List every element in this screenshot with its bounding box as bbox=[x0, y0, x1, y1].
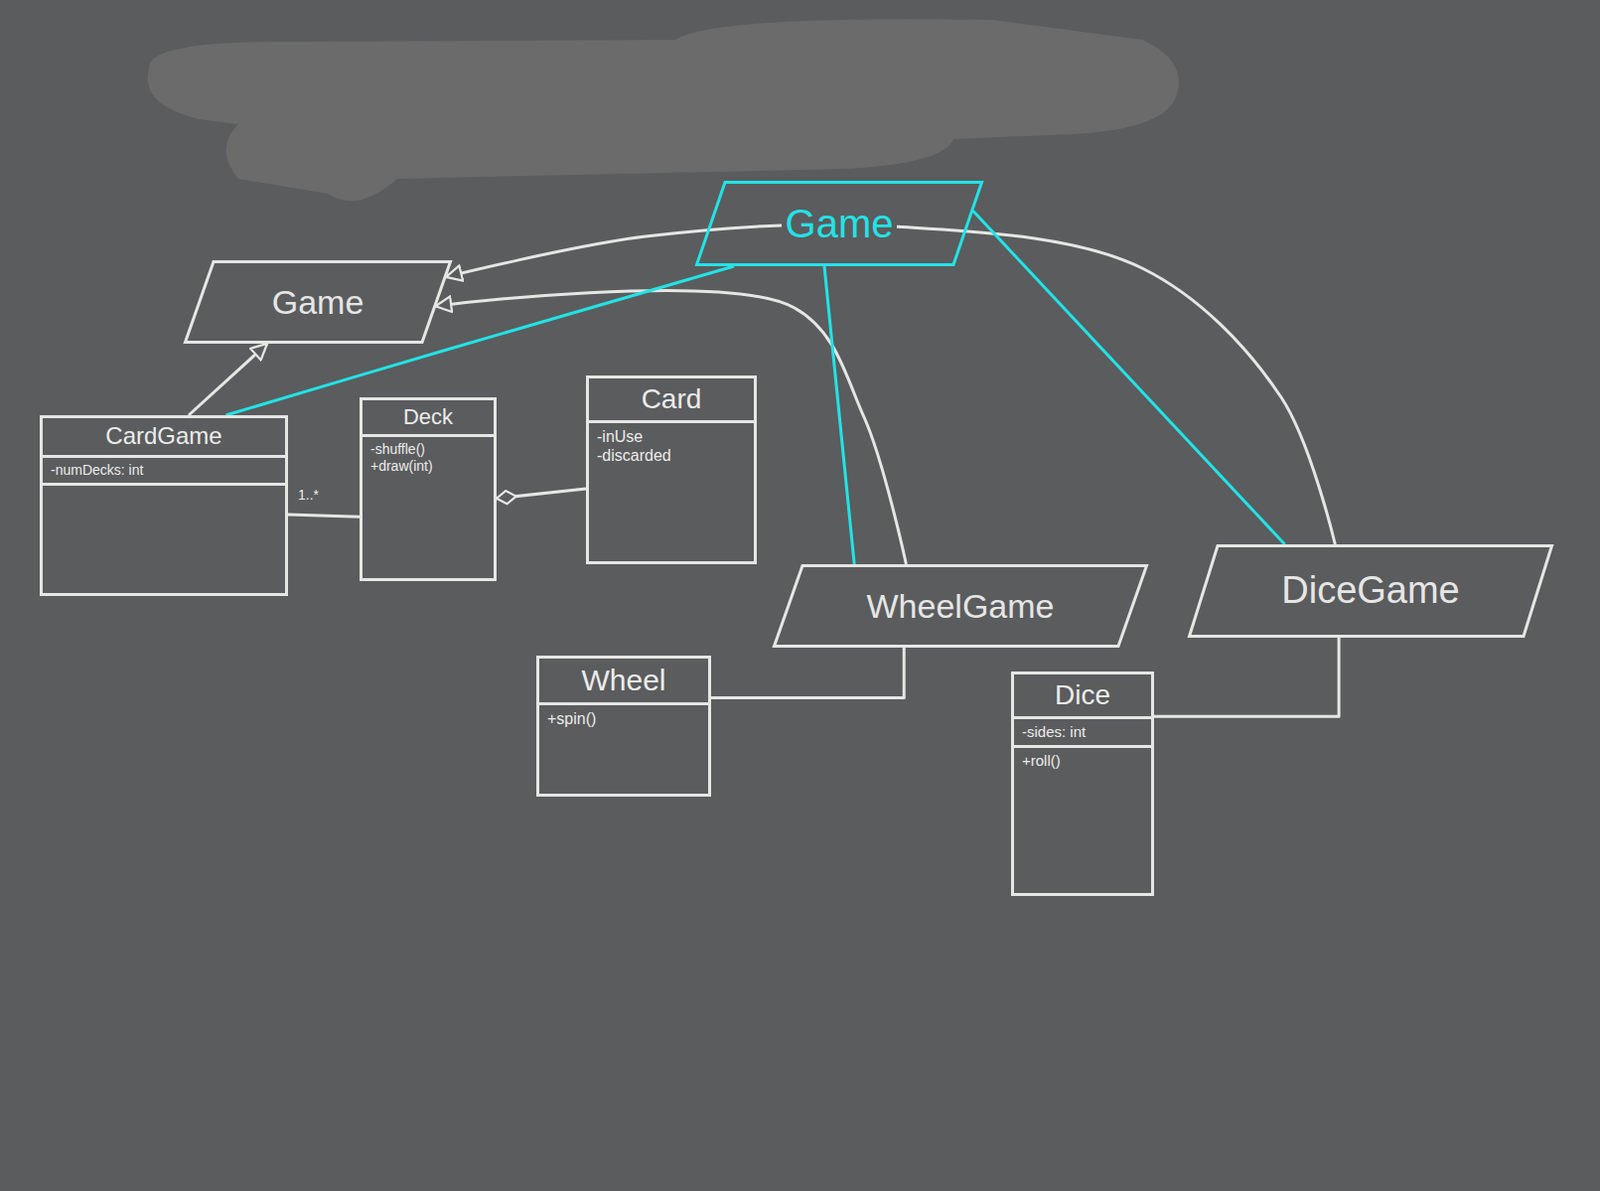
association-line bbox=[496, 488, 586, 499]
class-member: -discarded bbox=[596, 445, 746, 465]
class-box: WheelGame bbox=[772, 564, 1149, 648]
class-compartment: +roll() bbox=[1014, 744, 1152, 893]
class-compartment: -inUse-discarded bbox=[588, 420, 754, 562]
class-box: Game bbox=[183, 260, 452, 344]
class-compartment: Wheel bbox=[539, 658, 709, 703]
class-member: +roll() bbox=[1021, 751, 1144, 770]
class-member: +spin() bbox=[547, 709, 701, 728]
class-compartment: -sides: int bbox=[1014, 716, 1152, 745]
class-box: Deck -shuffle()+draw(int) bbox=[359, 397, 497, 582]
class-compartment: CardGame bbox=[42, 418, 286, 455]
class-box: Game bbox=[695, 180, 984, 267]
overlay-line bbox=[973, 210, 1286, 545]
class-name: Deck bbox=[370, 404, 486, 431]
class-box: Wheel +spin() bbox=[536, 655, 712, 797]
class-member: -inUse bbox=[596, 427, 746, 446]
class-compartment: Deck bbox=[362, 400, 494, 435]
class-name: CardGame bbox=[50, 422, 278, 451]
class-compartment: Dice bbox=[1014, 674, 1152, 717]
class-compartment: +spin() bbox=[539, 702, 709, 794]
class-member: -shuffle() bbox=[370, 440, 486, 458]
class-box: DiceGame bbox=[1187, 544, 1554, 638]
class-member: -numDecks: int bbox=[50, 461, 278, 479]
class-compartment bbox=[42, 482, 286, 593]
class-name: Game bbox=[781, 199, 898, 248]
class-member: -sides: int bbox=[1021, 723, 1144, 741]
association-line bbox=[288, 514, 360, 517]
class-compartment: -numDecks: int bbox=[42, 454, 286, 483]
association-line bbox=[445, 224, 1335, 545]
class-box: CardGame -numDecks: int bbox=[39, 415, 289, 596]
association-line bbox=[188, 343, 268, 416]
class-name: Game bbox=[272, 282, 365, 323]
class-compartment: -shuffle()+draw(int) bbox=[362, 434, 494, 579]
class-name: Wheel bbox=[547, 662, 701, 699]
class-name: WheelGame bbox=[867, 585, 1055, 627]
class-box: Dice -sides: int +roll() bbox=[1011, 671, 1155, 896]
association-line bbox=[1154, 637, 1339, 717]
class-name: DiceGame bbox=[1281, 568, 1460, 614]
class-name: Card bbox=[596, 382, 746, 417]
class-compartment: Card bbox=[588, 378, 754, 421]
redaction-blob bbox=[147, 18, 1179, 201]
multiplicity: 1..* bbox=[295, 486, 321, 503]
overlay-line bbox=[824, 266, 855, 565]
class-name: Dice bbox=[1021, 678, 1144, 713]
class-box: Card-inUse-discarded bbox=[585, 375, 757, 565]
association-line bbox=[711, 647, 904, 699]
class-member: +draw(int) bbox=[370, 457, 486, 475]
